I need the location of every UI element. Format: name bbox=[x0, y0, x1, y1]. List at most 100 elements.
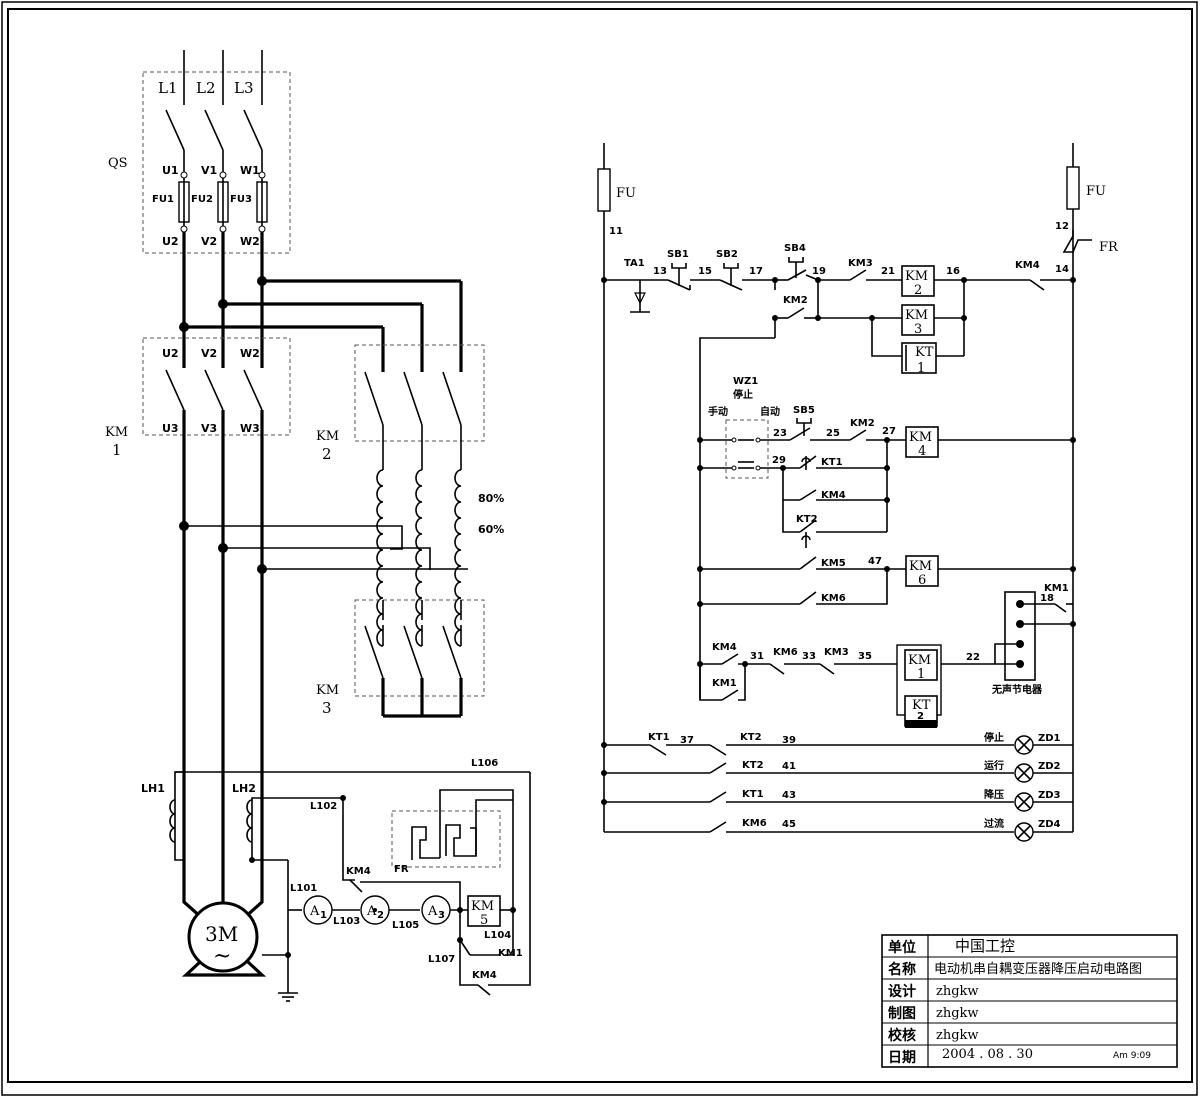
km4-coil bbox=[905, 426, 939, 458]
wz1-stop: 停止 bbox=[733, 388, 753, 401]
km1-interlock-label: KM1 bbox=[712, 678, 737, 689]
km1-num: 1 bbox=[112, 441, 122, 459]
ct-lh2-label: LH2 bbox=[232, 782, 256, 795]
wire-l107: L107 bbox=[428, 954, 455, 965]
ammeter-a2-num: 2 bbox=[377, 910, 384, 921]
ta1-label: TA1 bbox=[624, 258, 645, 269]
tap-60: 60% bbox=[478, 523, 504, 536]
node-23: 23 bbox=[773, 428, 787, 439]
km5-num: 5 bbox=[480, 913, 488, 928]
km3-coil-num: 3 bbox=[914, 322, 922, 337]
lamp1-text: 停止 bbox=[984, 731, 1004, 744]
lamp4-contact: KM6 bbox=[742, 818, 767, 829]
node-13: 13 bbox=[653, 266, 667, 277]
tb-time: Am 9:09 bbox=[1113, 1051, 1151, 1061]
node-15: 15 bbox=[698, 266, 712, 277]
meter-km4-contact-top: KM4 bbox=[346, 866, 371, 877]
term-u1: U1 bbox=[162, 164, 179, 177]
fr-label: FR bbox=[394, 864, 409, 875]
wz1-manual: 手动 bbox=[708, 405, 728, 418]
wz1-auto: 自动 bbox=[760, 405, 780, 418]
node-19: 19 bbox=[812, 266, 826, 277]
km3-label: KM bbox=[316, 683, 339, 698]
km1-term-w2: W2 bbox=[240, 347, 260, 360]
meter-km1-contact: KM1 bbox=[498, 948, 523, 959]
kt2-contact-label: KT2 bbox=[796, 514, 818, 525]
meter-circuit: L102 L101 L106 A 1 L103 A 2 L105 A 3 KM4… bbox=[288, 758, 531, 996]
lamp1-contact-kt2: KT2 bbox=[740, 732, 762, 743]
ammeter-a2-letter: A bbox=[366, 904, 377, 919]
node-43: 43 bbox=[782, 790, 796, 801]
fuse-fu1: FU1 bbox=[152, 194, 174, 205]
fuse-fu3: FU3 bbox=[230, 194, 252, 205]
node-39: 39 bbox=[782, 735, 796, 746]
tb-unit-head: 单位 bbox=[888, 939, 916, 956]
node-27: 27 bbox=[882, 426, 896, 437]
tb-draw-head: 制图 bbox=[888, 1005, 916, 1022]
km6-nc-contact-label: KM6 bbox=[773, 647, 798, 658]
kt2-coil-label: KT bbox=[912, 698, 931, 713]
node-22: 22 bbox=[966, 652, 980, 663]
silent-relay-label: 无声节电器 bbox=[991, 683, 1043, 696]
km5-coil bbox=[467, 895, 501, 927]
km2-box bbox=[354, 344, 485, 442]
km3-num: 3 bbox=[322, 699, 332, 717]
km1-term-u2: U2 bbox=[162, 347, 179, 360]
km1-term-w3: W3 bbox=[240, 422, 260, 435]
kt1-coil-label: KT bbox=[915, 345, 934, 360]
km2-hold-label: KM2 bbox=[783, 295, 808, 306]
node-17: 17 bbox=[749, 266, 763, 277]
kt1-contact-label: KT1 bbox=[821, 457, 843, 468]
wire-l102: L102 bbox=[310, 801, 337, 812]
node-18: 18 bbox=[1040, 593, 1054, 604]
km2-coil-num: 2 bbox=[914, 283, 922, 298]
motor-label: 3M bbox=[205, 922, 238, 946]
km1-term-u3: U3 bbox=[162, 422, 179, 435]
kt1-coil bbox=[901, 342, 937, 374]
wire-l105: L105 bbox=[392, 920, 419, 931]
km3-coil bbox=[901, 304, 935, 336]
motor-symbol bbox=[187, 901, 259, 973]
km2-num: 2 bbox=[322, 445, 332, 463]
phase-l3: L3 bbox=[234, 79, 254, 97]
lamp2-contact: KT2 bbox=[742, 760, 764, 771]
tb-design-value: zhgkw bbox=[936, 984, 979, 999]
node-31: 31 bbox=[750, 651, 764, 662]
tb-name-value: 电动机串自耦变压器降压启动电路图 bbox=[934, 961, 1142, 977]
lamp2-text: 运行 bbox=[984, 759, 1004, 772]
node-12: 12 bbox=[1055, 221, 1069, 232]
sb2-label: SB2 bbox=[716, 249, 738, 260]
term-v1: V1 bbox=[201, 164, 217, 177]
node-25: 25 bbox=[826, 428, 840, 439]
fuse-left bbox=[597, 168, 611, 212]
km5-label: KM bbox=[471, 899, 494, 914]
wire-l106: L106 bbox=[471, 758, 498, 769]
wire-l103: L103 bbox=[333, 916, 360, 927]
meter-km4-contact-bottom: KM4 bbox=[472, 970, 497, 981]
tb-name-head: 名称 bbox=[888, 961, 916, 978]
sb1-label: SB1 bbox=[667, 249, 689, 260]
fr-box bbox=[391, 810, 501, 868]
term-w1: W1 bbox=[240, 164, 260, 177]
lamp3-text: 降压 bbox=[984, 788, 1004, 801]
km1-coil bbox=[904, 649, 938, 681]
node-33: 33 bbox=[802, 651, 816, 662]
km3-nc-contact-label: KM3 bbox=[824, 647, 849, 658]
km1-relay-contact-label: KM1 bbox=[1044, 583, 1069, 594]
km1-coil-label: KM bbox=[908, 653, 931, 668]
lamp1-id: ZD1 bbox=[1038, 733, 1061, 744]
km1-term-v3: V3 bbox=[201, 422, 217, 435]
lamp4-text: 过流 bbox=[984, 817, 1004, 830]
node-47: 47 bbox=[868, 556, 882, 567]
km1-label: KM bbox=[105, 425, 128, 440]
power-circuit: QS L1 L2 L3 U1 V1 W1 FU1 FU2 FU3 U2 bbox=[105, 50, 530, 1002]
ammeter-a1-num: 1 bbox=[320, 910, 327, 921]
km1-term-v2: V2 bbox=[201, 347, 217, 360]
qs-label: QS bbox=[108, 156, 128, 171]
term-v2: V2 bbox=[201, 235, 217, 248]
fuse-left-label: FU bbox=[616, 186, 636, 201]
autotransformer bbox=[376, 469, 462, 647]
kt2-coil-num: 2 bbox=[917, 711, 924, 722]
wire-l104: L104 bbox=[484, 930, 511, 941]
